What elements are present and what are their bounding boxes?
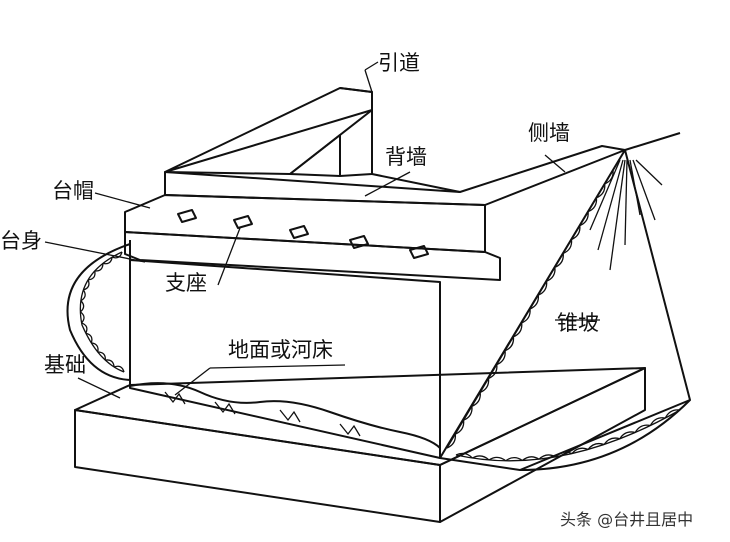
ground-line: [129, 382, 441, 449]
leader-lines: [44, 61, 600, 399]
label-approach: 引道: [378, 51, 420, 75]
cone-slope: [439, 132, 691, 471]
ground-marks: [164, 391, 361, 437]
label-side-wall: 侧墙: [528, 121, 570, 145]
label-back-wall: 背墙: [385, 145, 427, 169]
label-bearing: 支座: [165, 271, 207, 295]
label-foundation: 基础: [44, 353, 86, 377]
label-cap: 台帽: [52, 179, 94, 203]
watermark: 头条 @台井且居中: [560, 510, 693, 529]
abutment-body: [129, 240, 441, 459]
label-body: 台身: [0, 229, 42, 253]
label-ground: 地面或河床: [228, 338, 333, 362]
bearing-pads: [177, 209, 429, 259]
slope-hatching: [589, 159, 663, 271]
scallop-left-marks: [79, 251, 125, 373]
foundation-slab: [74, 367, 646, 523]
left-cone: [66, 243, 131, 381]
label-slope: 锥坡: [557, 311, 599, 335]
scallop-bottom-marks: [455, 409, 681, 462]
abutment-cap: [124, 194, 501, 281]
scallop-slope-marks: [446, 169, 614, 449]
